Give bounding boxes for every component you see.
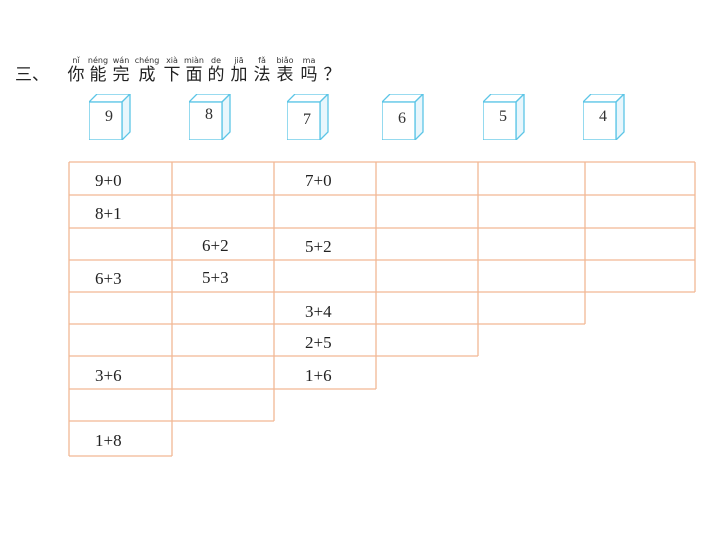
pinyin-row: nǐ néng wán chéng xià miàn de jiā fǎ biǎ… <box>0 56 720 66</box>
number-cube-4: 4 <box>583 94 631 140</box>
pinyin-wan: wán <box>112 56 130 65</box>
pinyin-jia: jiā <box>234 56 244 65</box>
table-cell: 6+3 <box>95 269 122 288</box>
cube-number: 7 <box>303 111 311 128</box>
pinyin-xia: xià <box>166 56 178 65</box>
cube-number: 5 <box>499 108 507 125</box>
cube-icon <box>382 94 424 140</box>
question-char: 吗 <box>300 65 318 85</box>
cube-number: 6 <box>398 110 406 127</box>
question-char: 表 <box>276 65 294 85</box>
table-cell: 8+1 <box>95 204 122 223</box>
table-cell: 5+3 <box>202 268 229 287</box>
table-cell: 7+0 <box>305 171 332 190</box>
cube-icon <box>287 94 329 140</box>
number-cube-7: 7 <box>287 94 335 140</box>
number-cube-6: 6 <box>382 94 430 140</box>
question-char: 加 <box>230 65 248 85</box>
table-cell: 6+2 <box>202 236 229 255</box>
number-cube-9: 9 <box>89 94 137 140</box>
number-cube-8: 8 <box>189 94 237 140</box>
question-char: 完 <box>112 65 130 85</box>
question-char: 下 <box>163 65 181 85</box>
question-mark: ？ <box>323 65 341 85</box>
question-char: 的 <box>207 65 225 85</box>
question-char: 成 <box>138 65 156 85</box>
number-cube-5: 5 <box>483 94 531 140</box>
question-char: 法 <box>253 65 271 85</box>
cube-number: 4 <box>599 108 607 125</box>
cube-icon <box>89 94 131 140</box>
table-cell: 9+0 <box>95 171 122 190</box>
table-cell: 3+4 <box>305 302 332 321</box>
pinyin-de: de <box>211 56 221 65</box>
pinyin-ma: ma <box>302 56 316 65</box>
pinyin-ni: nǐ <box>72 56 80 65</box>
table-cell: 1+6 <box>305 366 332 385</box>
table-cell: 2+5 <box>305 333 332 352</box>
pinyin-fa: fǎ <box>258 56 266 65</box>
cube-number: 9 <box>105 108 113 125</box>
question-number: 三、 <box>15 65 49 85</box>
cube-icon <box>483 94 525 140</box>
pinyin-mian: miàn <box>184 56 204 65</box>
pinyin-neng: néng <box>87 56 109 65</box>
table-cell: 1+8 <box>95 431 122 450</box>
question-char: 面 <box>185 65 203 85</box>
question-char: 能 <box>89 65 107 85</box>
cube-number: 8 <box>205 106 213 123</box>
cube-icon <box>189 94 231 140</box>
cube-icon <box>583 94 625 140</box>
pinyin-biao: biǎo <box>276 56 294 65</box>
table-cell: 5+2 <box>305 237 332 256</box>
table-cell: 3+6 <box>95 366 122 385</box>
pinyin-cheng: chéng <box>134 56 160 65</box>
question-char: 你 <box>67 65 85 85</box>
